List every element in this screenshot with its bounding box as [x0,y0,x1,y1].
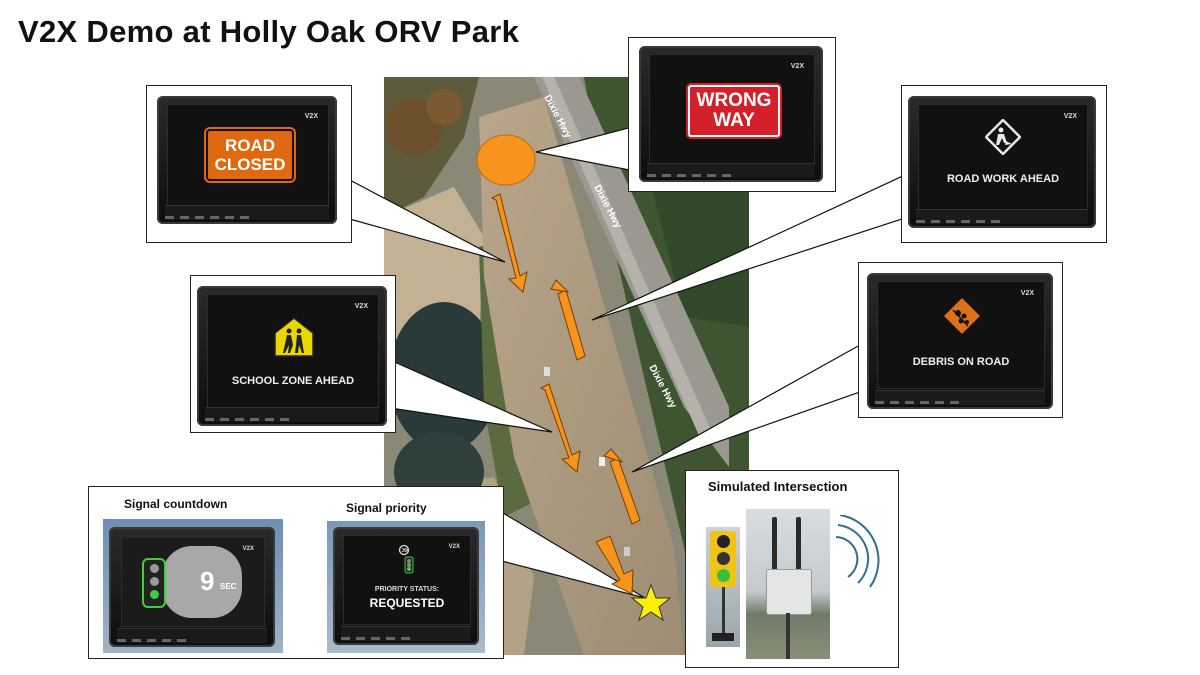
school-zone-caption: SCHOOL ZONE AHEAD [231,375,355,387]
monitor-buttons [916,209,1088,224]
sign-text-line: WAY [713,110,755,131]
traffic-light-base [712,633,734,641]
road-work-callout: V2X ROAD WORK AHEAD [901,85,1107,243]
route-arrow [595,535,634,595]
route-arrows [490,193,641,595]
debris-icon [942,296,982,336]
monitor-screen: V2X SCHOOL ZONE AHEAD [207,294,379,408]
antenna-icon [772,517,777,571]
monitor-buttons [165,205,329,220]
route-arrow [490,193,528,293]
school-zone-icon [274,317,314,357]
v2x-logo: V2X [1020,290,1034,297]
route-arrow [557,289,586,361]
route-arrow [539,383,581,473]
intersection-callout: Simulated Intersection [685,470,899,668]
wrong-way-sign: WRONG WAY [688,85,780,137]
monitor-buttons [647,163,815,178]
rsu-pole [786,613,790,659]
monitor: V2X ROAD CLOSED [157,96,337,224]
priority-status-label: PRIORITY STATUS: [374,586,440,593]
v2x-logo: V2X [354,303,368,310]
traffic-light-pole [722,587,725,637]
roadside-unit [766,569,812,615]
countdown-unit: SEC [220,582,237,591]
rsu-photo [746,509,830,659]
school-zone-callout: V2X SCHOOL ZONE AHEAD [190,275,396,433]
monitor: V2X WRONG WAY [639,46,823,182]
signal-countdown-label: Signal countdown [124,497,228,511]
route-arrow [550,279,570,293]
traffic-light-icon [710,531,736,587]
monitor-screen: V2X 9 SEC [121,537,265,627]
monitor: V2X ROAD WORK AHEAD [908,96,1096,228]
monitor-screen: V2X ROAD CLOSED [167,104,329,206]
monitor-screen: V2X DEBRIS ON ROAD [877,281,1045,389]
sign-text-line: CLOSED [214,155,286,174]
road-closed-callout: V2X ROAD CLOSED [146,85,352,243]
road-work-icon [985,119,1021,155]
traffic-light-icon [142,558,166,608]
wrong-way-callout: V2X WRONG WAY [628,37,836,192]
v2x-logo: V2X [448,544,460,550]
road-work-caption: ROAD WORK AHEAD [946,173,1060,185]
sign-text-line: WRONG [696,90,772,111]
v2x-logo: V2X [304,113,318,120]
monitor: V2X DEBRIS ON ROAD [867,273,1053,409]
intersection-label: Simulated Intersection [708,479,848,494]
page-title: V2X Demo at Holly Oak ORV Park [18,14,520,49]
start-marker [476,134,536,186]
monitor-screen: V2X PRIORITY STATUS: REQUESTED [343,535,471,625]
monitor-buttons [205,407,379,422]
signal-priority-label: Signal priority [346,501,427,515]
priority-signal-icon [398,544,414,574]
road-closed-sign: ROAD CLOSED [206,129,294,181]
signals-callout: Signal countdown Signal priority V2X 9 S… [88,486,504,659]
route-arrow [603,448,624,464]
monitor-buttons [341,626,471,641]
countdown-value: 9 [200,566,215,596]
v2x-logo: V2X [242,546,254,552]
route-arrow [609,457,641,525]
v2x-logo: V2X [1063,113,1077,120]
screen-glare [162,546,242,618]
monitor: V2X PRIORITY STATUS: REQUESTED [333,527,479,645]
monitor-screen: V2X ROAD WORK AHEAD [918,104,1088,210]
antenna-icon [796,517,801,571]
debris-callout: V2X DEBRIS ON ROAD [858,262,1063,418]
monitor: V2X SCHOOL ZONE AHEAD [197,286,387,426]
wireless-signal-icon [835,515,880,588]
priority-photo: V2X PRIORITY STATUS: REQUESTED [327,521,485,653]
monitor-buttons [117,628,267,643]
countdown-photo: V2X 9 SEC [103,519,283,653]
monitor-screen: V2X WRONG WAY [649,54,815,164]
monitor: V2X 9 SEC [109,527,275,647]
end-star-icon [630,583,672,622]
sign-text-line: ROAD [224,136,276,155]
monitor-buttons [875,390,1045,405]
debris-caption: DEBRIS ON ROAD [912,356,1010,368]
traffic-light-photo [706,527,740,647]
v2x-logo: V2X [790,63,804,70]
priority-status-value: REQUESTED [369,596,445,610]
